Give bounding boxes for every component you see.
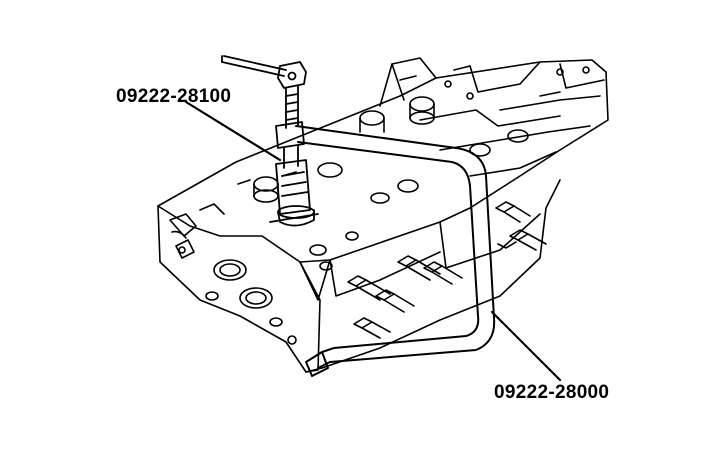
callout-label-09222-28100: 09222-28100	[116, 86, 232, 107]
side-studs	[347, 201, 547, 339]
compressor-frame-drawing	[295, 125, 496, 377]
leader-lines	[184, 100, 562, 382]
callout-label-09222-28000: 09222-28000	[494, 382, 610, 403]
valve-bores	[237, 65, 590, 271]
leader-line-09222-28000	[490, 310, 562, 382]
valve-spring-compressor-drawing	[221, 55, 319, 227]
front-face-ports	[169, 203, 297, 345]
leader-line-09222-28100	[184, 100, 282, 162]
